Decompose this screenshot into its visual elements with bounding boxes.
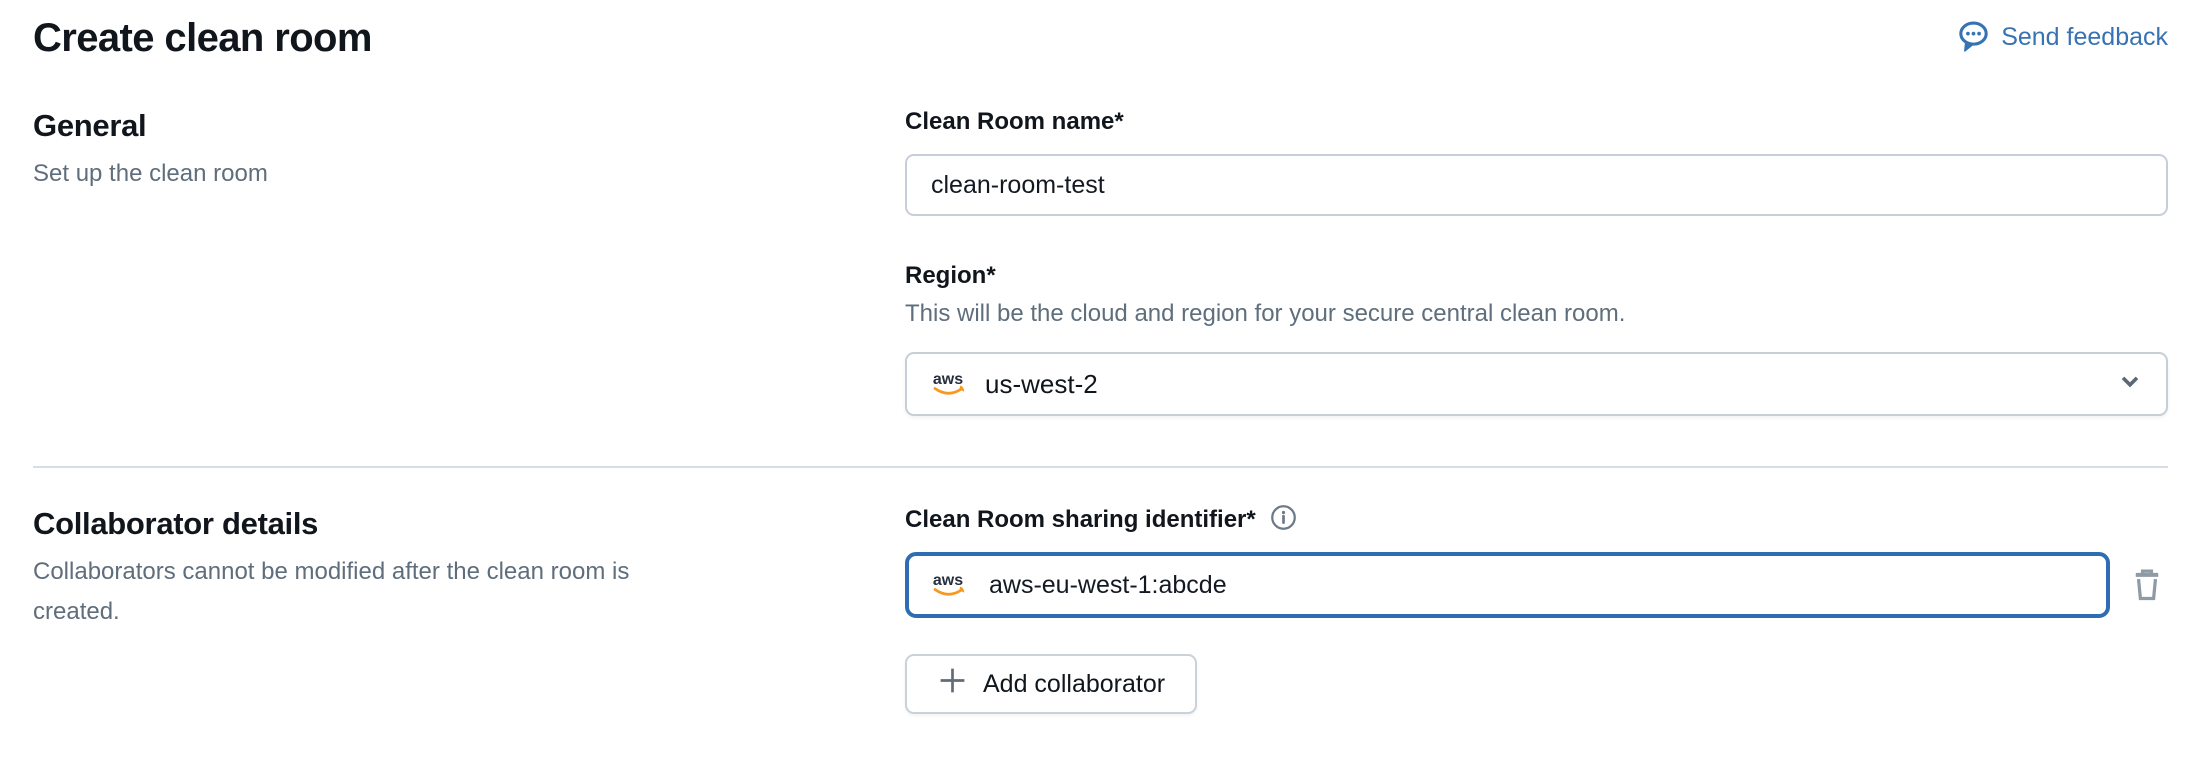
page-title: Create clean room — [33, 16, 372, 60]
sharing-identifier-label-row: Clean Room sharing identifier* — [905, 504, 2168, 536]
region-description: This will be the cloud and region for yo… — [905, 300, 1626, 327]
sharing-identifier-input[interactable] — [987, 569, 2086, 601]
clean-room-name-field: Clean Room name* — [905, 106, 2168, 216]
page-header: Create clean room Send feedback — [33, 14, 2168, 62]
sharing-identifier-label: Clean Room sharing identifier* — [905, 506, 1256, 533]
add-collaborator-label: Add collaborator — [983, 669, 1166, 698]
sharing-identifier-row: aws — [905, 552, 2168, 618]
general-section-intro: General Set up the clean room — [33, 106, 905, 416]
collaborator-section-title: Collaborator details — [33, 506, 319, 541]
region-field: Region* This will be the cloud and regio… — [905, 260, 2168, 416]
clean-room-name-label: Clean Room name* — [905, 108, 1124, 135]
info-circle-icon[interactable] — [1270, 504, 1297, 536]
collaborator-section: Collaborator details Collaborators canno… — [33, 504, 2168, 714]
send-feedback-link[interactable]: Send feedback — [1957, 20, 2168, 53]
svg-text:aws: aws — [933, 572, 963, 589]
aws-logo-icon: aws — [929, 368, 969, 400]
create-clean-room-page: Create clean room Send feedback General … — [33, 14, 2168, 714]
general-section: General Set up the clean room Clean Room… — [33, 106, 2168, 416]
send-feedback-label: Send feedback — [2001, 22, 2168, 51]
delete-collaborator-button[interactable] — [2126, 562, 2168, 609]
svg-text:aws: aws — [933, 371, 963, 388]
section-divider — [33, 466, 2168, 468]
plus-icon — [937, 665, 968, 703]
collaborator-section-fields: Clean Room sharing identifier* aws — [905, 504, 2168, 714]
sharing-identifier-input-wrap: aws — [905, 552, 2110, 618]
region-selected-value: us-west-2 — [985, 368, 1098, 399]
trash-icon — [2128, 564, 2166, 607]
feedback-bubble-icon — [1957, 20, 1990, 53]
region-select[interactable]: aws us-west-2 — [905, 352, 2168, 416]
chevron-down-icon — [2116, 367, 2144, 402]
general-section-title: General — [33, 108, 147, 143]
collaborator-section-intro: Collaborator details Collaborators canno… — [33, 504, 905, 714]
general-section-subtitle: Set up the clean room — [33, 160, 268, 187]
add-collaborator-button[interactable]: Add collaborator — [905, 654, 1198, 714]
clean-room-name-input[interactable] — [905, 154, 2168, 216]
aws-logo-icon: aws — [929, 569, 969, 601]
region-label: Region* — [905, 262, 996, 289]
collaborator-section-subtitle: Collaborators cannot be modified after t… — [33, 558, 630, 625]
general-section-fields: Clean Room name* Region* This will be th… — [905, 106, 2168, 416]
